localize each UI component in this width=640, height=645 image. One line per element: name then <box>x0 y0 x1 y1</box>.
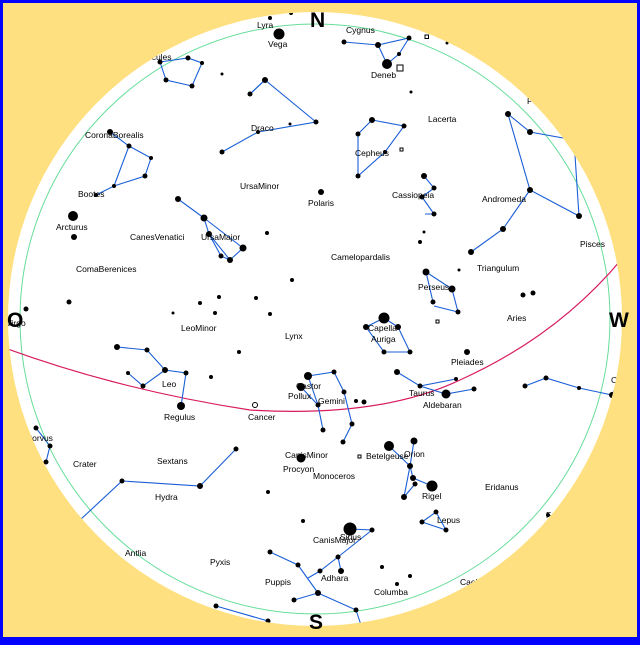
label-puppis: Puppis <box>265 577 291 587</box>
label-aldebaran: Aldebaran <box>423 400 462 410</box>
deep-sky-markers <box>252 34 440 459</box>
label-bootes: Bootes <box>78 189 104 199</box>
label-canesvenatici: CanesVenatici <box>130 232 184 242</box>
label-andromeda: Andromeda <box>482 194 526 204</box>
label-lynx: Lynx <box>285 331 303 341</box>
label-triangulum: Triangulum <box>477 263 519 273</box>
label-cancer: Cancer <box>248 412 276 422</box>
label-monoceros: Monoceros <box>313 471 355 481</box>
label-eridanus: Eridanus <box>485 482 519 492</box>
label-ursaminor: UrsaMinor <box>240 181 279 191</box>
label-ursamajor: UrsaMajor <box>201 232 240 242</box>
compass-south: S <box>309 611 323 634</box>
label-draco: Draco <box>251 123 274 133</box>
label-perseus: Perseus <box>418 282 449 292</box>
label-gemini: Gemini <box>318 396 345 406</box>
label-leo: Leo <box>162 379 176 389</box>
label-lepus: Lepus <box>437 515 460 525</box>
star-field <box>23 12 615 624</box>
label-camelopardalis: Camelopardalis <box>331 252 390 262</box>
label-castor: Castor <box>296 381 321 391</box>
label-sirius: Sirius <box>340 532 361 542</box>
label-rigel: Rigel <box>422 491 441 501</box>
label-aries: Aries <box>507 313 526 323</box>
label-crater: Crater <box>73 459 97 469</box>
label-comaberenices: ComaBerenices <box>76 264 136 274</box>
label-cassiopeia: Cassiopeia <box>392 190 434 200</box>
label-capella: Capella <box>368 323 397 333</box>
label-adhara: Adhara <box>321 573 349 583</box>
label-antlia: Antlia <box>125 548 147 558</box>
label-orion: Orion <box>404 449 425 459</box>
compass-east: O <box>7 309 23 332</box>
label-pleiades: Pleiades <box>451 357 484 367</box>
label-pyxis: Pyxis <box>210 557 230 567</box>
compass-north: N <box>310 9 325 32</box>
label-leominor: LeoMinor <box>181 323 217 333</box>
label-cygnus: Cygnus <box>346 25 375 35</box>
sky-disc <box>8 12 622 626</box>
compass-west: W <box>609 309 629 332</box>
label-virgo: Virgo <box>6 318 26 328</box>
label-cepheus: Cepheus <box>355 148 389 158</box>
label-corvus: Corvus <box>26 433 53 443</box>
label-canisminor: CanisMinor <box>285 450 328 460</box>
label-hydra: Hydra <box>155 492 178 502</box>
label-taurus: Taurus <box>409 388 435 398</box>
horizon-circle <box>19 23 611 615</box>
label-lacerta: Lacerta <box>428 114 457 124</box>
label-pisces: Pisces <box>580 239 605 249</box>
label-regulus: Regulus <box>164 412 195 422</box>
label-procyon: Procyon <box>283 464 314 474</box>
label-vega: Vega <box>268 39 288 49</box>
label-lyra: Lyra <box>257 20 273 30</box>
label-polaris: Polaris <box>308 198 334 208</box>
label-arcturus: Arcturus <box>56 222 88 232</box>
label-auriga: Auriga <box>371 334 396 344</box>
ecliptic-line <box>8 254 622 412</box>
label-coronaborealis: CoronaBorealis <box>85 130 144 140</box>
label-canismajor: CanisMajor <box>313 535 356 545</box>
label-deneb: Deneb <box>371 70 396 80</box>
label-betelgeuse: Betelgeuse <box>366 451 409 461</box>
label-columba: Columba <box>374 587 408 597</box>
label-pollux: Pollux <box>288 391 312 401</box>
label-sextans: Sextans <box>157 456 188 466</box>
